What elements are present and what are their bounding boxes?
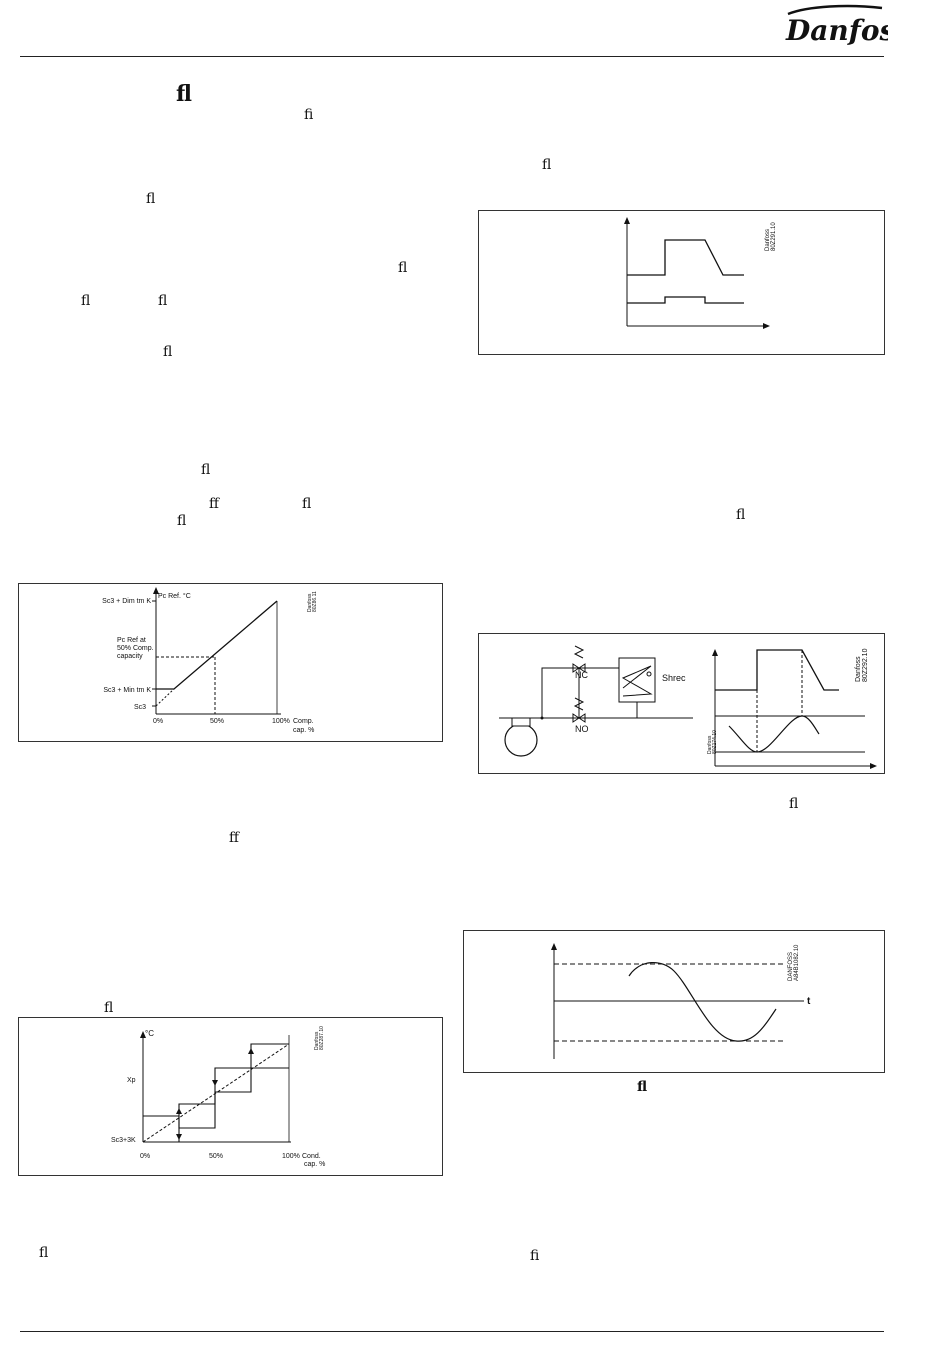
text-glyph: fl	[542, 157, 552, 173]
fig5-code: DANFOSS	[788, 952, 794, 981]
fig2-x-100: 100%	[282, 1153, 300, 1160]
figure-heat-recovery: NC NO Shrec Danfoss 80Z174.10 Danfoss 80…	[478, 633, 885, 774]
fig1-y-low: Sc3 + Min tm K	[103, 687, 151, 694]
fig3-code: 80Z291.10	[771, 222, 777, 251]
text-glyph: fl	[789, 796, 799, 812]
fig4-shrec: Shrec	[662, 673, 686, 683]
fig4-nc: NC	[575, 670, 588, 680]
fig1-y-mid: 50% Comp.	[117, 645, 154, 652]
fig1-y-axis-label: Pc Ref. °C	[158, 592, 191, 600]
fig1-y-top: Sc3 + Dim tm K	[102, 598, 151, 605]
text-glyph: fl	[163, 344, 173, 360]
text-glyph: fl	[39, 1245, 49, 1261]
figure-timing: Danfoss 80Z291.10	[478, 210, 885, 355]
figure-oscillation: t DANFOSS A84B1082.10	[463, 930, 885, 1073]
section-heading: fl	[176, 81, 192, 107]
fig2-y-unit: °C	[145, 1029, 154, 1038]
fig2-code: Danfoss	[314, 1031, 320, 1050]
fig1-x-100: 100%	[272, 718, 290, 725]
text-glyph: fl	[104, 1000, 114, 1016]
fig2-xp: Xp	[127, 1077, 136, 1084]
fig1-x-0: 0%	[153, 718, 163, 725]
fig4-code-left: Danfoss	[707, 735, 713, 754]
fig1-x-50: 50%	[210, 718, 224, 725]
fig1-y-base: Sc3	[134, 704, 146, 711]
fig1-x-label: cap. %	[293, 727, 314, 734]
text-glyph: ff	[229, 830, 239, 846]
figure-cond-cap: °C Xp Sc3+3K 0% 50% 100% Cond. cap. % Da…	[18, 1017, 443, 1176]
fig2-base: Sc3+3K	[111, 1137, 136, 1144]
text-glyph: fl	[177, 513, 187, 529]
text-glyph: ff	[209, 496, 219, 512]
fig5-t: t	[807, 996, 811, 1007]
fig1-x-label: Comp.	[293, 718, 314, 725]
text-glyph: fl	[146, 191, 156, 207]
text-glyph: fl	[302, 496, 312, 512]
fig1-y-mid: Pc Ref at	[117, 637, 146, 644]
text-glyph: fi	[530, 1248, 540, 1264]
svg-text:Danfoss: Danfoss	[785, 14, 888, 47]
fig1-y-mid: capacity	[117, 653, 143, 660]
fig2-x-50: 50%	[209, 1153, 223, 1160]
fig4-no: NO	[575, 724, 589, 734]
fig1-code: Danfoss	[307, 593, 313, 612]
fig2-x-label: Cond.	[302, 1153, 321, 1160]
fig5-code: A84B1082.10	[794, 944, 800, 981]
figure-pc-ref: Pc Ref. °C Sc3 + Dim tm K Pc Ref at 50% …	[18, 583, 443, 742]
fig4-code-right: Danfoss	[855, 656, 862, 682]
fig1-code: 80Z86.11	[312, 591, 318, 612]
text-glyph: fl	[637, 1079, 648, 1095]
text-glyph: fl	[736, 507, 746, 523]
fig3-code: Danfoss	[765, 229, 771, 251]
text-glyph: fl	[201, 462, 211, 478]
header-rule	[20, 56, 884, 57]
text-glyph: fl	[81, 293, 91, 309]
fig2-code: 80Z287.10	[319, 1026, 325, 1050]
fig2-x-0: 0%	[140, 1153, 150, 1160]
danfoss-logo: Danfoss	[778, 4, 911, 53]
text-glyph: fl	[398, 260, 408, 276]
footer-rule	[20, 1331, 884, 1332]
text-glyph: fl	[158, 293, 168, 309]
fig4-code-right: 80Z292.10	[862, 648, 869, 682]
text-glyph: fi	[304, 107, 314, 123]
fig2-x-label: cap. %	[304, 1161, 325, 1168]
